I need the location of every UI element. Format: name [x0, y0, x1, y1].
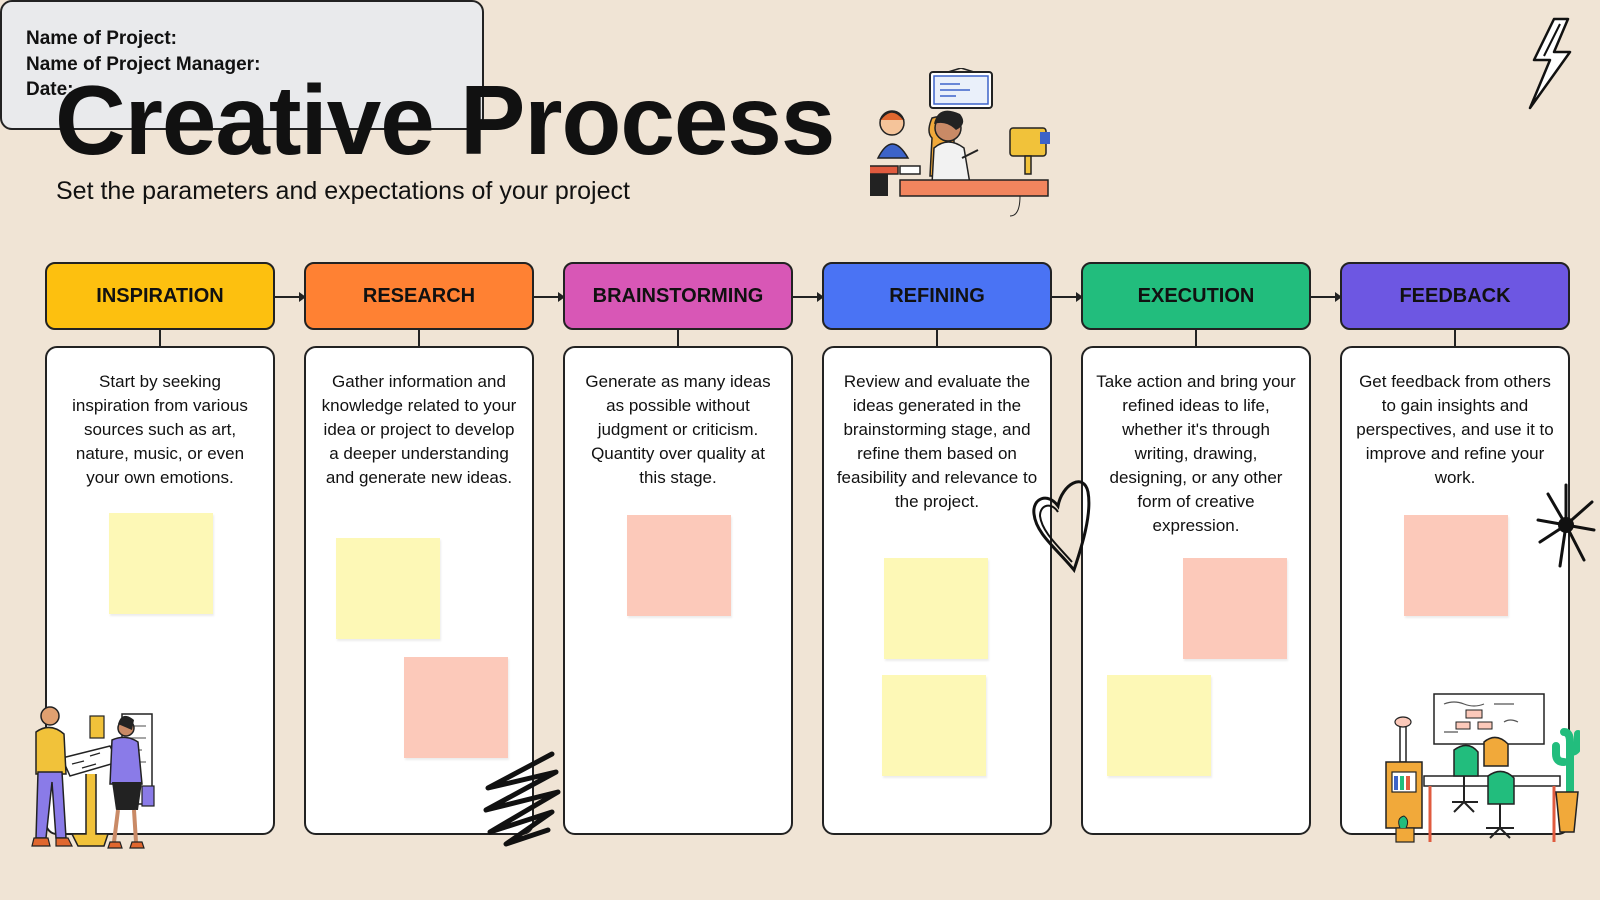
project-info-box: Name of Project: Name of Project Manager… [0, 0, 1572, 130]
stage-header-feedback: FEEDBACK [1340, 262, 1570, 330]
stage-description: Gather information and knowledge related… [321, 372, 517, 487]
connector-line [159, 330, 161, 346]
flow-arrow [275, 292, 306, 302]
connector-line [936, 330, 938, 346]
team-at-desk-illustration [870, 68, 1050, 217]
stage-description: Review and evaluate the ideas generated … [836, 372, 1038, 511]
flow-arrow [1311, 292, 1342, 302]
connector-line [418, 330, 420, 346]
date-label: Date: [26, 79, 74, 100]
stage-card-research: Gather information and knowledge related… [304, 346, 534, 835]
stage-header-refining: REFINING [822, 262, 1052, 330]
stage-description: Start by seeking inspiration from variou… [72, 372, 248, 487]
stage-card-brainstorming: Generate as many ideas as possible witho… [563, 346, 793, 835]
sticky-note[interactable] [627, 515, 731, 616]
connector-line [1454, 330, 1456, 346]
stage-description: Take action and bring your refined ideas… [1096, 372, 1296, 535]
sticky-note[interactable] [882, 675, 986, 776]
sticky-note[interactable] [404, 657, 508, 758]
stage-card-refining: Review and evaluate the ideas generated … [822, 346, 1052, 835]
sticky-note[interactable] [1183, 558, 1287, 659]
flow-arrow [793, 292, 824, 302]
lightning-bolt-icon [1528, 17, 1572, 110]
stage-header-execution: EXECUTION [1081, 262, 1311, 330]
project-manager-label: Name of Project Manager: [26, 53, 261, 75]
stage-description: Get feedback from others to gain insight… [1356, 372, 1554, 487]
sticky-note[interactable] [1107, 675, 1211, 776]
sticky-note[interactable] [109, 513, 213, 614]
flow-arrow [1052, 292, 1083, 302]
office-desk-illustration [1385, 693, 1580, 843]
page-subtitle: Set the parameters and expectations of y… [56, 177, 630, 205]
sticky-note[interactable] [1404, 515, 1508, 616]
connector-line [677, 330, 679, 346]
sticky-note[interactable] [884, 558, 988, 659]
scribble-doodle-icon [483, 751, 561, 847]
project-name-label: Name of Project: [26, 28, 177, 49]
stage-card-execution: Take action and bring your refined ideas… [1081, 346, 1311, 835]
stage-description: Generate as many ideas as possible witho… [585, 372, 771, 487]
stage-header-inspiration: INSPIRATION [45, 262, 275, 330]
starburst-doodle-icon [1536, 483, 1596, 568]
page-title: Creative Process [55, 65, 835, 175]
heart-doodle-icon [1032, 480, 1091, 574]
stage-card-feedback: Get feedback from others to gain insight… [1340, 346, 1570, 835]
people-at-board-illustration [31, 706, 155, 849]
connector-line [1195, 330, 1197, 346]
stage-header-research: RESEARCH [304, 262, 534, 330]
stage-header-brainstorming: BRAINSTORMING [563, 262, 793, 330]
flow-arrow [534, 292, 565, 302]
sticky-note[interactable] [336, 538, 440, 639]
